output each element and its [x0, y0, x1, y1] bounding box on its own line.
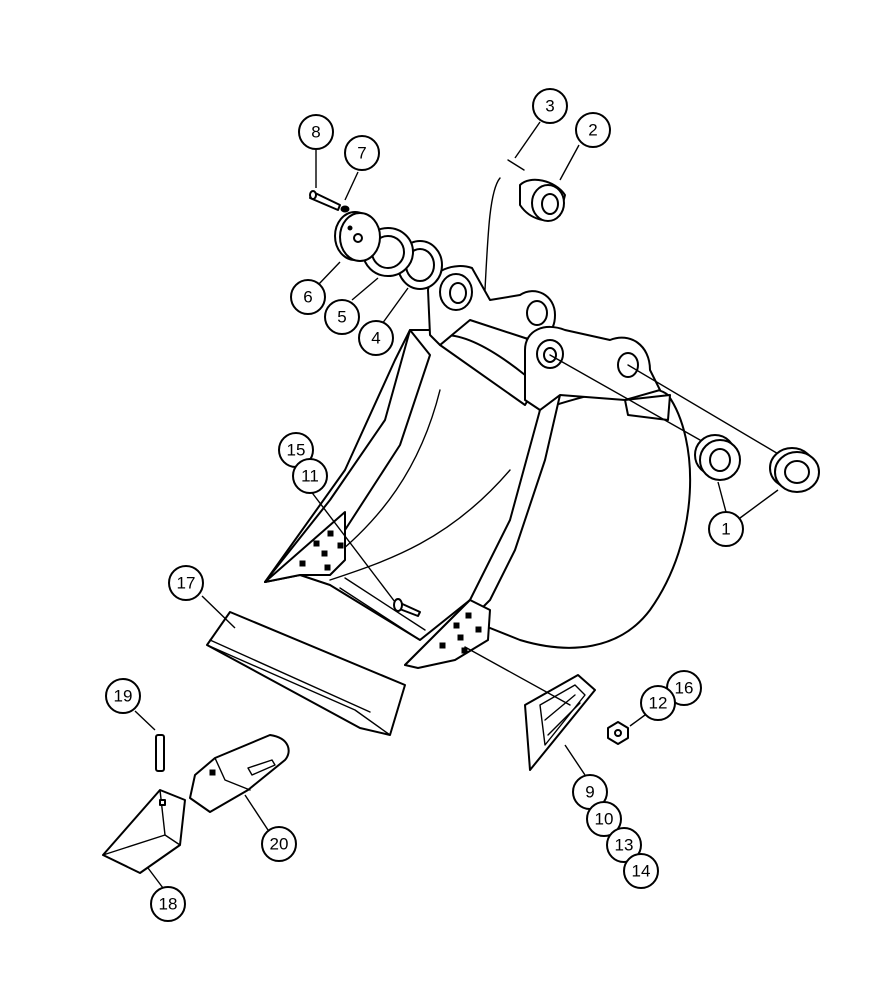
callout-3: 3: [532, 88, 568, 124]
roll-pin: [484, 159, 525, 291]
callout-17: 17: [168, 565, 204, 601]
side-cutter-nut: [607, 721, 629, 745]
callout-15-label: 15: [287, 441, 306, 460]
callout-14-label: 14: [632, 862, 651, 881]
callout-16-label: 16: [675, 679, 694, 698]
callout-10: 10: [586, 801, 622, 837]
callout-12: 12: [640, 685, 676, 721]
bucket-tooth: [102, 789, 186, 874]
callout-7: 7: [344, 135, 380, 171]
callout-3-label: 3: [545, 97, 554, 116]
callout-17-label: 17: [177, 574, 196, 593]
bucket-body: [264, 265, 781, 669]
callout-6-label: 6: [303, 288, 312, 307]
callout-11: 11: [292, 458, 328, 494]
retainer-bolt-washer: [309, 190, 350, 213]
callout-1: 1: [708, 511, 744, 547]
callout-5: 5: [324, 299, 360, 335]
callout-7-label: 7: [357, 144, 366, 163]
callout-5-label: 5: [337, 308, 346, 327]
callout-1-label: 1: [721, 520, 730, 539]
callout-19: 19: [105, 678, 141, 714]
callout-12-label: 12: [649, 694, 668, 713]
callout-10-label: 10: [595, 810, 614, 829]
callout-15: 15: [278, 432, 314, 468]
callout-20: 20: [261, 826, 297, 862]
callout-6: 6: [290, 279, 326, 315]
callout-18: 18: [150, 886, 186, 922]
bushing-pair: [694, 434, 820, 493]
callout-8-label: 8: [311, 123, 320, 142]
leader-lines: [134, 121, 779, 889]
callout-4-label: 4: [371, 329, 380, 348]
tooth-adapter: [189, 734, 290, 813]
side-cutter: [464, 646, 596, 771]
tooth-pin: [155, 734, 165, 772]
callout-4: 4: [358, 320, 394, 356]
callout-13-label: 13: [615, 836, 634, 855]
callout-14: 14: [623, 853, 659, 889]
callout-2-label: 2: [588, 121, 597, 140]
callout-18-label: 18: [159, 895, 178, 914]
callout-9-label: 9: [585, 783, 594, 802]
plow-bolt: [393, 598, 421, 617]
callout-19-label: 19: [114, 687, 133, 706]
callout-8: 8: [298, 114, 334, 150]
callout-20-label: 20: [270, 835, 289, 854]
flanged-bushing: [519, 178, 566, 222]
cutting-edge: [206, 611, 406, 736]
callout-13: 13: [606, 827, 642, 863]
callout-2: 2: [575, 112, 611, 148]
retainer-plate: [334, 211, 381, 262]
callout-11-label: 11: [301, 467, 319, 486]
